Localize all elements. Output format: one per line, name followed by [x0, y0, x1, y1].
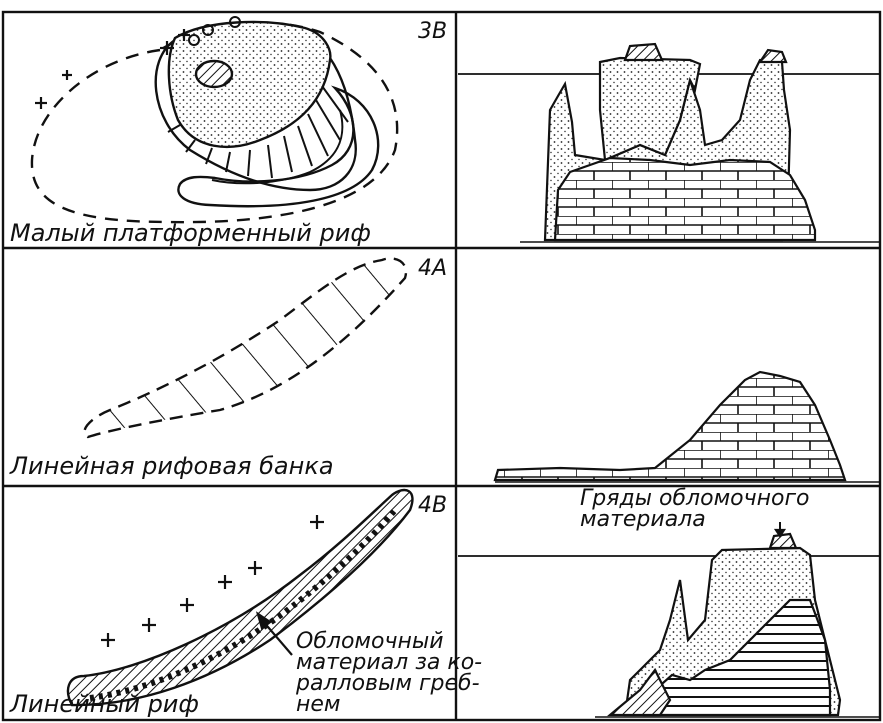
panel-caption-linear-reef: Линейный риф: [10, 692, 199, 716]
debris-annotation: Обломочный материал за ко- ралловым греб…: [296, 631, 482, 715]
panel-caption-platform-reef: Малый платформенный риф: [10, 221, 371, 245]
panel-code-3v: 3В: [418, 21, 447, 43]
platform-reef-plan: [32, 17, 397, 222]
panel-caption-reef-bank: Линейная рифовая банка: [10, 454, 334, 478]
panel-code-4a: 4А: [418, 258, 447, 280]
reef-bank-plan: [84, 258, 406, 437]
reef-bank-section: [495, 372, 880, 482]
panel-code-4v: 4В: [418, 495, 447, 517]
rubble-ridges-annotation: Гряды обломочного материала: [580, 488, 810, 530]
platform-reef-section: [458, 44, 880, 242]
linear-reef-section: [458, 522, 880, 717]
